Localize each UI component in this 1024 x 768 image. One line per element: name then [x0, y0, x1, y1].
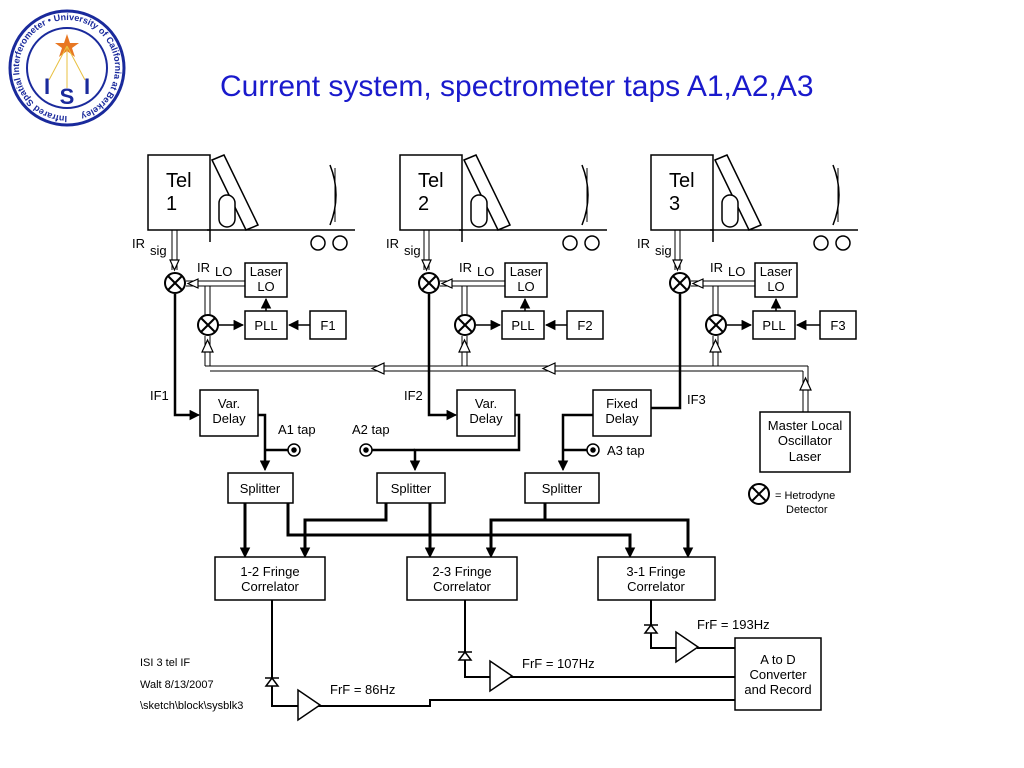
lo-boxes	[244, 262, 857, 340]
if3-label: IF3	[687, 392, 706, 407]
corr23-line2: Correlator	[433, 579, 491, 594]
splitter3-label: Splitter	[542, 481, 583, 496]
tel3-lo-sub: LO	[728, 264, 745, 279]
logo-letter-2: S	[60, 84, 75, 109]
tel3-ir-label: IR	[637, 236, 650, 251]
tel3-freq: F3	[830, 318, 845, 333]
amplifiers	[297, 630, 700, 722]
delay1-line2: Delay	[212, 411, 246, 426]
tel2-lo-sub: LO	[477, 264, 494, 279]
if2-label: IF2	[404, 388, 423, 403]
master-line3: Laser	[789, 449, 822, 464]
tel3-pll: PLL	[762, 318, 785, 333]
note-line1: ISI 3 tel IF	[140, 657, 190, 669]
delay-boxes	[199, 389, 652, 437]
corr31-line1: 3-1 Fringe	[626, 564, 685, 579]
adc-line2: Converter	[749, 667, 807, 682]
telescope-2	[399, 154, 607, 251]
tel2-ir-label: IR	[386, 236, 399, 251]
electrical-links	[218, 297, 820, 331]
tel1-pll: PLL	[254, 318, 277, 333]
note-line3: \sketch\block\sysblk3	[140, 700, 243, 712]
note-line2: Walt 8/13/2007	[140, 679, 214, 691]
adc-line3: and Record	[744, 682, 811, 697]
tel3-label-line1: Tel	[669, 170, 695, 192]
a1-tap-label: A1 tap	[278, 422, 316, 437]
delay1-line1: Var.	[218, 396, 240, 411]
tel2-laser-line1: Laser	[510, 264, 543, 279]
delay2-line2: Delay	[469, 411, 503, 426]
splitter1-label: Splitter	[240, 481, 281, 496]
diodes	[264, 623, 659, 687]
tel1-freq: F1	[320, 318, 335, 333]
adc-line1: A to D	[760, 652, 795, 667]
master-line2: Oscillator	[778, 433, 833, 448]
tel2-label-line2: 2	[418, 193, 429, 215]
tel1-lo-label: IR	[197, 260, 210, 275]
a2-tap-label: A2 tap	[352, 422, 390, 437]
delay3-line2: Delay	[605, 411, 639, 426]
telescope-3	[650, 154, 858, 251]
logo-letter-1: I	[44, 74, 50, 99]
a3-tap-label: A3 tap	[607, 443, 645, 458]
tel1-lo-sub: LO	[215, 264, 232, 279]
lo-optical-paths	[186, 280, 809, 412]
tel1-ir-sub: sig	[150, 243, 167, 258]
splitter2-label: Splitter	[391, 481, 432, 496]
legend-line2: Detector	[786, 504, 828, 516]
if-paths	[173, 294, 682, 417]
if1-label: IF1	[150, 388, 169, 403]
slide-title: Current system, spectrometer taps A1,A2,…	[220, 70, 814, 103]
legend-line1: = Hetrodyne	[775, 490, 835, 502]
frf-193-label: FrF = 193Hz	[697, 617, 770, 632]
tel3-label-line2: 3	[669, 193, 680, 215]
tel2-label-line1: Tel	[418, 170, 444, 192]
tel1-label-line2: 1	[166, 193, 177, 215]
splitter-boxes	[227, 472, 600, 504]
tel2-laser-line2: LO	[517, 279, 534, 294]
tel1-laser-line2: LO	[257, 279, 274, 294]
corr31-line2: Correlator	[627, 579, 685, 594]
tel3-lo-label: IR	[710, 260, 723, 275]
detector-legend-icon	[748, 483, 770, 505]
tel2-freq: F2	[577, 318, 592, 333]
master-oscillator-box	[759, 411, 851, 473]
correlator-outputs	[271, 600, 735, 707]
tel3-laser-line2: LO	[767, 279, 784, 294]
splitter-outputs	[243, 503, 690, 550]
tel1-ir-label: IR	[132, 236, 145, 251]
correlator-boxes	[214, 556, 716, 601]
adc-box	[734, 637, 822, 711]
tel3-ir-sub: sig	[655, 243, 672, 258]
corr12-line2: Correlator	[241, 579, 299, 594]
tel3-laser-line1: Laser	[760, 264, 793, 279]
delay3-line1: Fixed	[606, 396, 638, 411]
tel1-laser-line1: Laser	[250, 264, 283, 279]
tel2-lo-label: IR	[459, 260, 472, 275]
telescope-1	[147, 154, 355, 251]
master-line1: Master Local	[768, 418, 843, 433]
tel2-pll: PLL	[511, 318, 534, 333]
star-icon	[55, 34, 79, 57]
delay2-line1: Var.	[475, 396, 497, 411]
logo-letter-3: I	[84, 74, 90, 99]
tap-connectors	[287, 443, 600, 457]
frf-86-label: FrF = 86Hz	[330, 682, 395, 697]
tel1-label-line1: Tel	[166, 170, 192, 192]
isi-logo: Infrared Spatial Interferometer • Univer…	[8, 9, 126, 127]
corr12-line1: 1-2 Fringe	[240, 564, 299, 579]
bus-arrows	[169, 259, 812, 391]
frf-107-label: FrF = 107Hz	[522, 656, 595, 671]
tel2-ir-sub: sig	[404, 243, 421, 258]
corr23-line1: 2-3 Fringe	[432, 564, 491, 579]
